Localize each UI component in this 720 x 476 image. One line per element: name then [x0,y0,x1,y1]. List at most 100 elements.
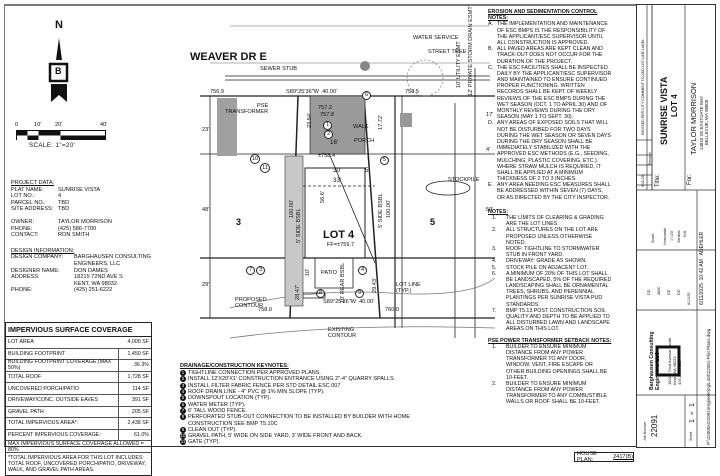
keynotes-heading: DRAINAGE/CONSTRUCTION KEYNOTES: [180,363,289,369]
note: 5.STOCK PILE ON ADJACENT LOT. [492,264,589,271]
project-title: SUNRISE VISTA [659,76,669,145]
client-name: TAYLOR MORRISON [689,82,698,155]
pse-note: 2.BUILDER TO ENSURE MINIMUM DISTANCE FRO… [492,380,607,406]
note: 4.DRIVEWAY: GRADE AS SHOWN. [492,258,587,265]
note: 6.A MINIMUM OF 20% OF THIS LOT SHALL BE … [492,270,612,308]
general-notes-column: EROSION AND SEDIMENTATION CONTROL NOTES:… [488,9,612,406]
job-number: 22091 [650,414,659,437]
stockpile-label: STOCKPILE [448,177,480,183]
table-row: BUILDING FOOTPRINT COVERAGE (MAX 50%)36.… [6,359,151,372]
design-info-heading: DESIGN INFORMATION: [11,247,75,254]
callout-9: 9 [355,289,364,298]
title-block-grid [637,5,715,447]
erosion-note: B.ALL PAVED AREAS ARE KEPT CLEAN AND TRA… [488,46,603,65]
site-plan: WEAVER DR E WATER SERVICE STREET TREE SE… [190,6,495,343]
north-arrow-icon: N B [44,19,74,110]
callout-3: 3 [256,266,265,275]
street-name: WEAVER DR E [190,51,267,63]
project-data: PROJECT DATA: PLAT NAME:SUNRISE VISTA LO… [11,180,191,294]
table-row: PERCENT IMPERVIOUS COVERAGE:61.0% [6,429,151,442]
utility-easement-label: 10' UTILITY ESMT [456,41,462,88]
finished-floor: FF=±759.7 [327,242,355,248]
firm-address: 18215 72nd Avenue South Kent, WA 98032 4… [667,337,682,385]
callout-2: 2 [324,130,333,139]
street-tree-label: STREET TREE [428,49,467,55]
note: 3.ROOF: TIGHTLINE TO STORMWATER STUB IN … [492,245,600,259]
scale-bar-icon [16,130,106,140]
existing-contour-label: EXISTING CONTOUR [328,327,357,339]
erosion-note: D.ANY AREAS OF EXPOSED SOILS THAT WILL N… [488,120,611,183]
border-top [4,4,636,6]
pse-notes-heading: PSE POWER TRANSFORMER SETBACK NOTES: [488,337,612,344]
table-row: TOTAL IMPERVIOUS AREA*:2,438 SF [6,418,151,430]
sheet-number: 1 [689,419,696,423]
callout-8: 8 [316,289,325,298]
erosion-note: C.THE ESC FACILITIES SHALL BE INSPECTED … [488,64,612,121]
proposed-contour-label: PROPOSED CONTOUR [235,297,267,309]
pse-transformer-label: PSE TRANSFORMER [225,103,269,115]
erosion-notes-heading: EROSION AND SEDIMENTATION CONTROL NOTES: [488,9,598,22]
table-title: IMPERVIOUS SURFACE COVERAGE [6,323,151,337]
impervious-footnote: *TOTAL IMPERVIOUS AREA FOR THIS LOT INCL… [8,454,146,474]
storm-easement-label: 12' PRIVATE STORM DRAIN ESMT [468,6,474,96]
callout-5: 5 [380,156,389,165]
note: 7.BMP T5.13 POST CONSTRUCTION SOIL QUALI… [492,307,610,333]
note: 1.THE LIMITS OF CLEARING & GRADING ARE T… [492,215,604,228]
plot-info: 6/11/2025 10:42 AM ADEHLER [699,231,705,305]
north-letter: N [55,19,63,31]
callout-6: 6 [362,91,371,100]
notes-heading: NOTES: [488,208,509,215]
site-plan-linework [200,25,495,339]
note: 2.ALL STRUCTURES ON THE LOT ARE PROPOSED… [492,227,599,246]
pse-note: 1.BUILDER TO ENSURE MINIMUM DISTANCE FRO… [492,343,608,381]
revision-date: 6/11/25 [641,175,645,187]
border-left [4,4,5,446]
top-bearing: S89°25'36"W 40.00' [286,89,338,95]
logo-letter: B [55,66,62,76]
walk-label: WALK [353,124,369,130]
patio-label: PATIO [321,270,337,276]
file-path: P:\22000s\22091\engineering\Lot4\22091-P… [706,328,711,445]
porch-label: PORCH [354,138,375,144]
callout-1: 1 [323,121,332,130]
firm-name: Barghausen Consulting Engineers, LLC [649,331,661,390]
callout-11: 11 [260,163,270,173]
sheet-total: 1 [689,403,696,407]
adjacent-lot-3: 3 [236,217,242,227]
lot-label: LOT 4 [323,229,355,241]
scale-label: SCALE: 1"=20' [29,142,76,149]
border-bottom [4,446,636,447]
sewer-stub-label: SEWER STUB [260,66,297,72]
callout-7: 7 [246,266,255,275]
bottom-bearing: S89°25'36"W 40.00' [323,299,375,305]
compass-icon [48,38,69,102]
revision-text: REVISED PER CITY COMMENT TO ADD LOT LINE… [641,38,645,135]
project-lot: LOT 4 [670,94,679,117]
adjacent-lot-5: 5 [430,217,436,227]
erosion-note: A.THE IMPLEMENTATION AND MAINTENANCE OF … [488,21,608,46]
title-block: REVISED PER CITY COMMENT TO ADD LOT LINE… [636,4,716,448]
table-row: MAX IMPERVIOUS SURFACE COVERAGE ALLOWED … [6,441,151,453]
lot-line-label: LOT LINE (TYP.) [396,282,421,294]
project-data-heading: PROJECT DATA: [11,180,55,186]
erosion-note: E.ANY AREA NEEDING ESC MEASURES SHALL BE… [488,182,611,201]
